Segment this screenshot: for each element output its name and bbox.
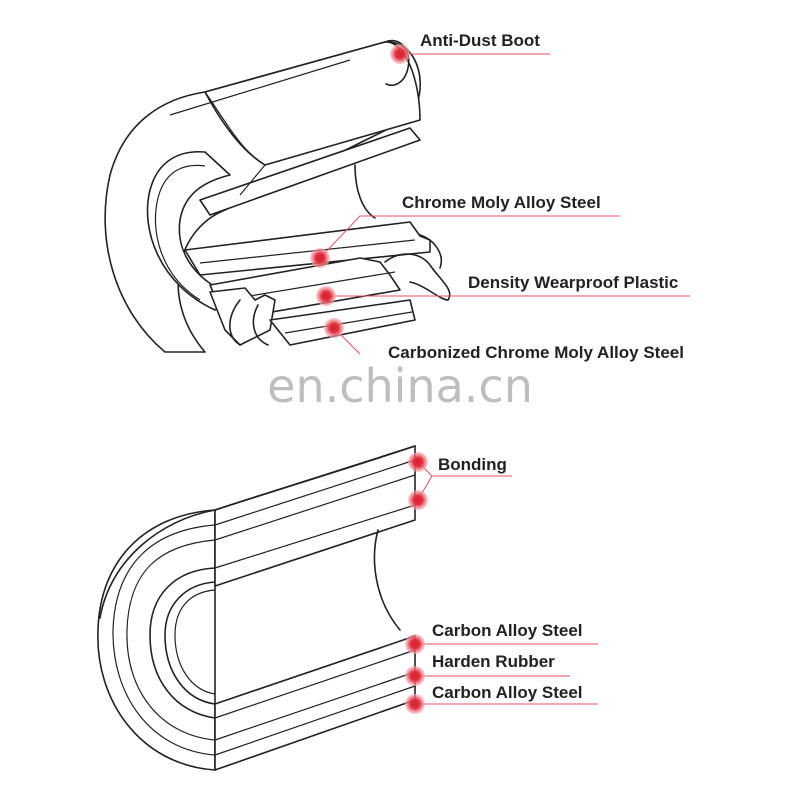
marker-anti-dust-boot xyxy=(390,44,410,64)
label-carbonized-chrome: Carbonized Chrome Moly Alloy Steel xyxy=(388,343,684,362)
label-chrome-moly: Chrome Moly Alloy Steel xyxy=(402,193,601,212)
watermark-text: en.china.cn xyxy=(267,359,533,413)
marker-chrome-moly xyxy=(310,248,330,268)
label-bonding: Bonding xyxy=(438,455,507,474)
marker-harden-rubber xyxy=(405,666,425,686)
marker-carbonized-chrome xyxy=(324,318,344,338)
marker-density-plastic xyxy=(316,286,336,306)
label-harden-rubber: Harden Rubber xyxy=(432,652,555,671)
marker-bonding-1 xyxy=(408,452,428,472)
top-bushing-drawing xyxy=(105,41,450,352)
label-anti-dust-boot: Anti-Dust Boot xyxy=(420,31,540,50)
label-carbon-alloy-bottom: Carbon Alloy Steel xyxy=(432,683,583,702)
bottom-bushing-drawing xyxy=(98,446,415,770)
label-density-plastic: Density Wearproof Plastic xyxy=(468,273,678,292)
label-carbon-alloy-top: Carbon Alloy Steel xyxy=(432,621,583,640)
marker-carbon-alloy-top xyxy=(405,634,425,654)
marker-bonding-2 xyxy=(408,490,428,510)
marker-carbon-alloy-bottom xyxy=(405,694,425,714)
